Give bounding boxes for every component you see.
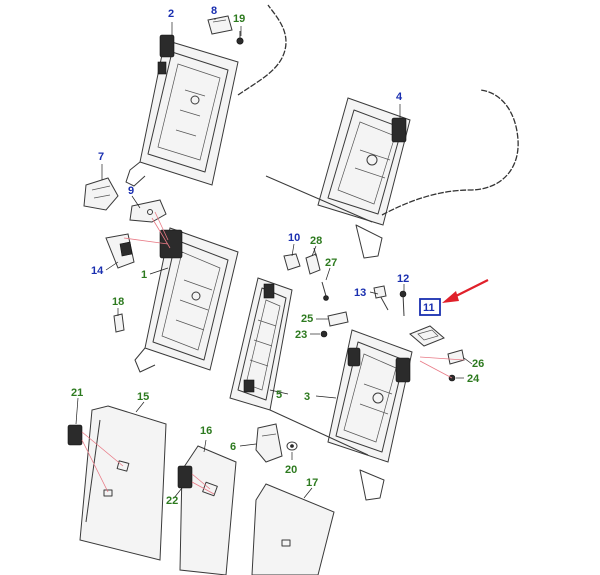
callout-21: 21 [71, 387, 83, 399]
callout-28: 28 [310, 235, 322, 247]
callout-4: 4 [396, 91, 403, 103]
bolt-part-13 [373, 285, 389, 311]
callout-25: 25 [301, 313, 313, 325]
callout-5: 5 [276, 389, 282, 401]
callout-18: 18 [112, 296, 124, 308]
callout-24: 24 [467, 373, 480, 385]
clip-part-26 [447, 349, 465, 365]
callout-10: 10 [288, 232, 300, 244]
clip-part-28 [305, 247, 321, 275]
bolt-part-19 [236, 31, 244, 45]
bracket-part-7 [83, 177, 119, 211]
pivot-rod-lower [269, 409, 369, 456]
seatback-frame-upper-right [317, 97, 411, 226]
highlight-arrow [442, 279, 489, 303]
callout-19: 19 [233, 13, 245, 25]
callout-14: 14 [91, 265, 104, 277]
callout-16: 16 [200, 425, 212, 437]
callout-15: 15 [137, 391, 149, 403]
clip-part-25 [327, 311, 349, 327]
cover-part-11 [409, 325, 445, 347]
callout-7: 7 [98, 151, 104, 163]
pin-part-27 [321, 281, 329, 301]
seatback-frame-middle-left [134, 227, 239, 373]
release-cable-right [381, 89, 519, 216]
seatback-frame-upper-left [125, 34, 239, 187]
bracket-part-6 [255, 423, 283, 463]
clip-part-22 [177, 465, 193, 489]
clip-part-21 [67, 424, 83, 446]
back-panel-part-16 [179, 445, 237, 575]
callout-8: 8 [211, 5, 217, 17]
callout-12: 12 [397, 273, 409, 285]
callout-11-highlight[interactable]: 11 [419, 298, 441, 316]
washer-part-20 [286, 441, 298, 451]
callout-23: 23 [295, 329, 307, 341]
callout-17: 17 [306, 477, 318, 489]
seatback-frame-centre [229, 277, 293, 411]
callout-6: 6 [230, 441, 236, 453]
pivot-rod-upper [265, 175, 373, 223]
callout-22: 22 [166, 495, 178, 507]
back-panel-part-15 [79, 405, 167, 561]
clip-part-10 [283, 253, 301, 271]
latch-part-9 [129, 199, 167, 223]
bracket-part-8 [207, 15, 233, 35]
callout-labels: 2 8 19 4 7 9 10 28 27 14 1 12 13 18 25 2… [71, 5, 484, 507]
bolt-part-12 [399, 290, 407, 317]
callout-27: 27 [325, 257, 337, 269]
back-panel-part-17 [251, 483, 335, 575]
callout-9: 9 [128, 185, 134, 197]
clip-part-23 [320, 330, 328, 338]
callout-11: 11 [423, 302, 435, 314]
seatback-frame-lower-right [327, 329, 413, 501]
callout-2: 2 [168, 8, 174, 20]
clip-part-18 [113, 313, 125, 333]
callout-13: 13 [354, 287, 366, 299]
release-cable-upper [237, 4, 287, 96]
callout-20: 20 [285, 464, 297, 476]
callout-3: 3 [304, 391, 310, 403]
leader-lines [75, 18, 473, 499]
callout-26: 26 [472, 358, 484, 370]
callout-1: 1 [141, 269, 147, 281]
handle-part-14 [105, 233, 135, 269]
